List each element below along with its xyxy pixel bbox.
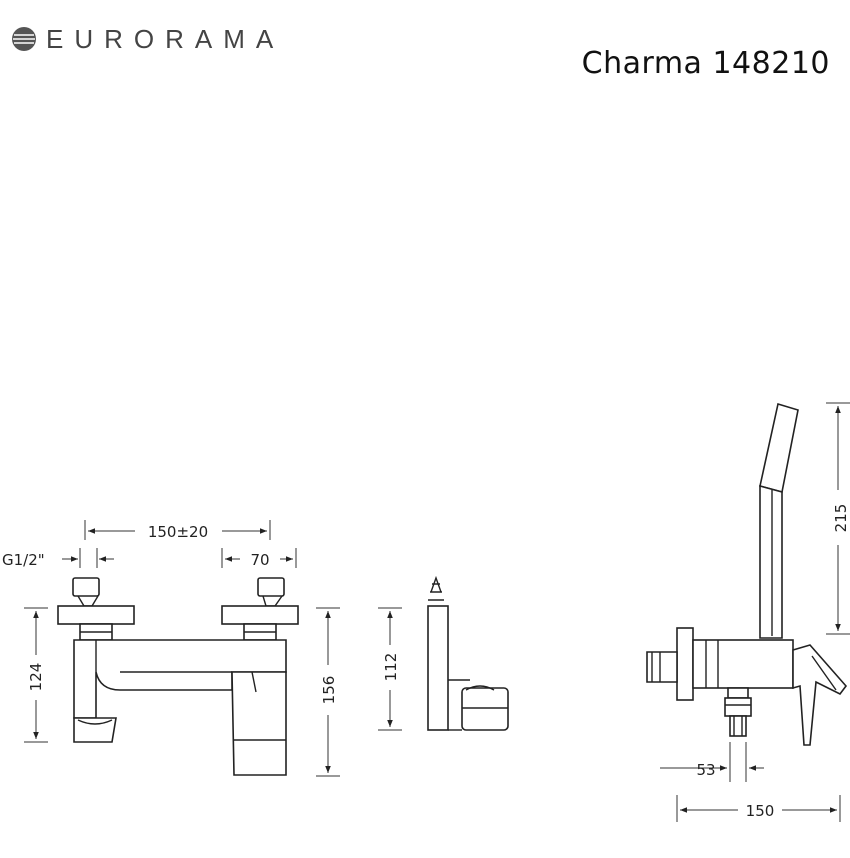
dimension-height-right: 156 (320, 676, 338, 705)
dimension-side-height: 112 (382, 653, 400, 682)
dimension-depth-small: 53 (696, 761, 715, 779)
brand-logo-text: EURORAMA (46, 23, 285, 54)
dimension-front-width: 150±20 (148, 523, 208, 541)
dimension-height-left: 124 (27, 663, 45, 692)
shower-view: 215 53 150 (646, 402, 850, 822)
dimension-thread: G1/2" (2, 551, 45, 569)
product-title: Charma 148210 (581, 46, 830, 81)
front-view: 150±20 G1/2" 70 (2, 520, 340, 777)
dimension-handshower-height: 215 (832, 504, 850, 533)
brand-logo: EURORAMA (10, 22, 284, 56)
dimension-depth-total: 150 (746, 802, 775, 820)
side-view: 112 (378, 575, 509, 731)
dimension-inlet-offset: 70 (250, 551, 269, 569)
eurorama-globe-logo-icon (12, 27, 36, 51)
